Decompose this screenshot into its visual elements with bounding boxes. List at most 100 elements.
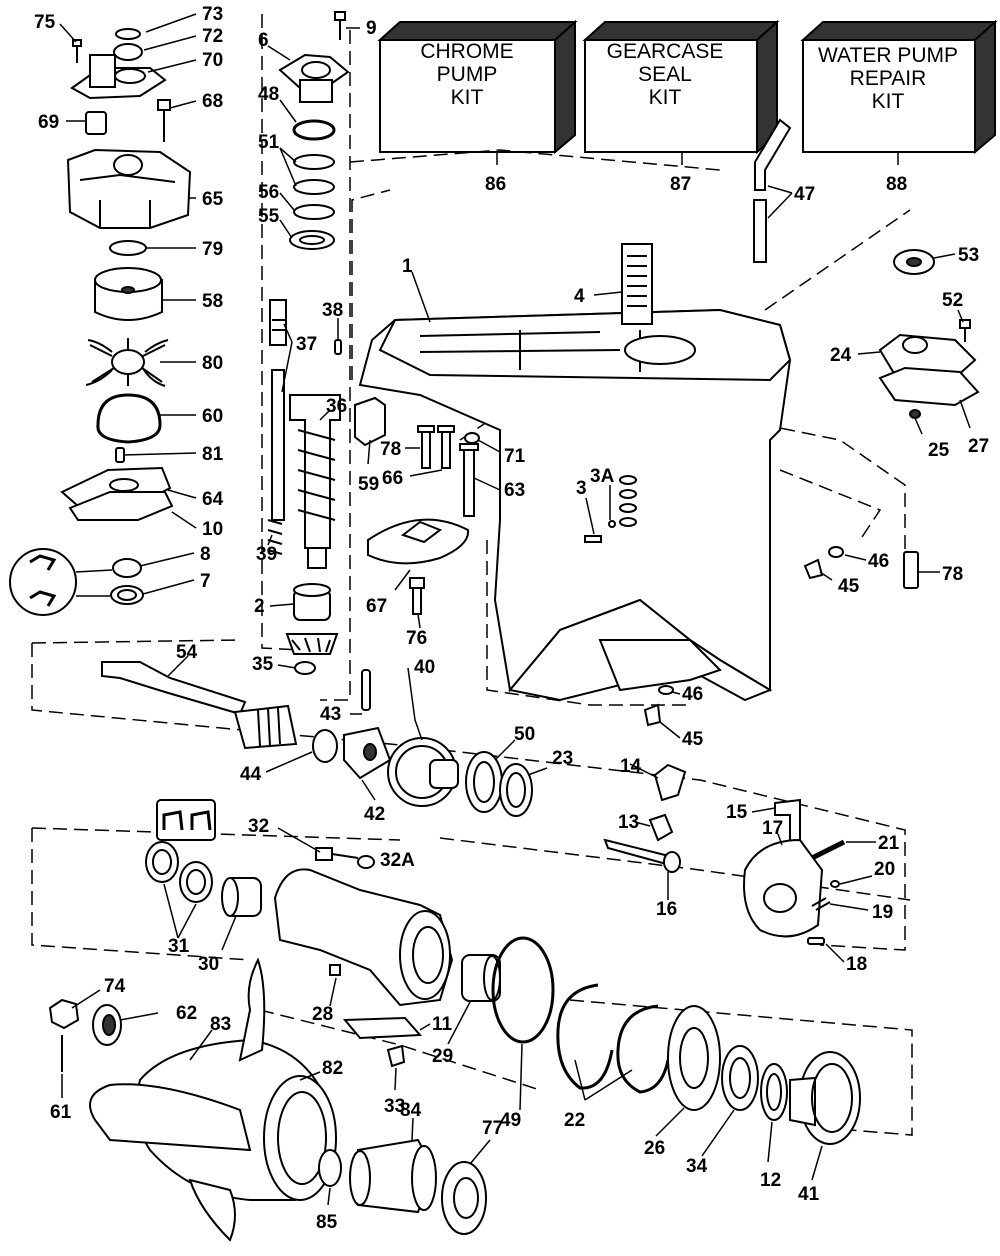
callout-24: 24 <box>830 345 852 366</box>
callout-4: 4 <box>574 286 585 307</box>
callout-38: 38 <box>322 300 343 321</box>
callout-15: 15 <box>726 802 748 823</box>
kit-label-line: WATER PUMP <box>818 44 958 67</box>
callout-32A: 32A <box>380 850 415 871</box>
callout-67: 67 <box>366 596 387 617</box>
callout-30: 30 <box>198 954 219 975</box>
callout-65: 65 <box>202 189 224 210</box>
callout-26: 26 <box>644 1138 665 1159</box>
callout-70: 70 <box>202 50 223 71</box>
callout-23: 23 <box>552 748 573 769</box>
callout-78: 78 <box>942 564 963 585</box>
callout-66: 66 <box>382 468 403 489</box>
callout-7: 7 <box>200 571 211 592</box>
callout-85: 85 <box>316 1212 338 1233</box>
gear-housing <box>354 243 792 702</box>
callout-59: 59 <box>358 474 379 495</box>
callout-10: 10 <box>202 519 223 540</box>
callout-41: 41 <box>798 1184 820 1205</box>
callout-45: 45 <box>838 576 860 597</box>
water-pump-parts <box>9 28 192 616</box>
driveshaft-parts <box>267 11 350 675</box>
callout-37: 37 <box>296 334 317 355</box>
callout-61: 61 <box>50 1102 72 1123</box>
callout-54: 54 <box>176 642 198 663</box>
leader-lines <box>59 13 971 1206</box>
kit-box-water-pump-repair: WATER PUMP REPAIR KIT <box>800 19 998 155</box>
callout-labels: 75 73 72 70 69 68 65 79 58 80 60 81 64 1… <box>34 4 989 1233</box>
callout-2: 2 <box>254 596 265 617</box>
callout-31: 31 <box>168 936 190 957</box>
callout-22: 22 <box>564 1110 585 1131</box>
callout-50: 50 <box>514 724 535 745</box>
callout-48: 48 <box>258 84 279 105</box>
callout-28: 28 <box>312 1004 333 1025</box>
callout-42: 42 <box>364 804 385 825</box>
callout-60: 60 <box>202 406 223 427</box>
callout-79: 79 <box>202 239 223 260</box>
kit-box-chrome-pump: CHROME PUMP KIT <box>377 19 578 155</box>
callout-76: 76 <box>406 628 427 649</box>
kit-label-line: CHROME <box>420 40 513 63</box>
callout-14: 14 <box>620 756 642 777</box>
callout-56: 56 <box>258 182 279 203</box>
callout-1: 1 <box>402 256 413 277</box>
assembly-guide-lines <box>31 14 913 1136</box>
callout-29: 29 <box>432 1046 453 1067</box>
callout-32: 32 <box>248 816 269 837</box>
callout-45: 45 <box>682 729 704 750</box>
callout-46: 46 <box>868 551 889 572</box>
callout-86: 86 <box>485 174 506 195</box>
callout-83: 83 <box>210 1014 231 1035</box>
callout-18: 18 <box>846 954 867 975</box>
kit-label-line: SEAL <box>638 63 692 86</box>
callout-20: 20 <box>874 859 895 880</box>
callout-71: 71 <box>504 446 526 467</box>
callout-78: 78 <box>380 439 401 460</box>
kit-box-gearcase-seal: GEARCASE SEAL KIT <box>582 19 780 155</box>
callout-64: 64 <box>202 489 224 510</box>
callout-84: 84 <box>400 1100 422 1121</box>
callout-47: 47 <box>794 184 815 205</box>
bearing-housing-parts <box>145 799 861 1145</box>
callout-72: 72 <box>202 26 223 47</box>
callout-87: 87 <box>670 174 691 195</box>
kit-label-line: KIT <box>451 86 484 109</box>
callout-11: 11 <box>432 1014 453 1035</box>
callout-51: 51 <box>258 132 280 153</box>
callout-44: 44 <box>240 764 262 785</box>
callout-8: 8 <box>200 544 211 565</box>
callout-69: 69 <box>38 112 59 133</box>
callout-77: 77 <box>482 1118 503 1139</box>
mounting-hardware <box>367 118 980 727</box>
callout-17: 17 <box>762 818 783 839</box>
callout-19: 19 <box>872 902 893 923</box>
callout-35: 35 <box>252 654 274 675</box>
callout-88: 88 <box>886 174 907 195</box>
callout-6: 6 <box>258 30 269 51</box>
callout-43: 43 <box>320 704 341 725</box>
callout-74: 74 <box>104 976 126 997</box>
callout-73: 73 <box>202 4 223 25</box>
callout-12: 12 <box>760 1170 781 1191</box>
callout-36: 36 <box>326 396 347 417</box>
callout-46: 46 <box>682 684 703 705</box>
kit-label-line: GEARCASE <box>607 40 724 63</box>
callout-82: 82 <box>322 1058 343 1079</box>
callout-3: 3 <box>576 478 587 499</box>
callout-58: 58 <box>202 291 223 312</box>
callout-68: 68 <box>202 91 223 112</box>
callout-27: 27 <box>968 436 989 457</box>
propshaft-parts <box>101 661 846 945</box>
callout-13: 13 <box>618 812 639 833</box>
callout-53: 53 <box>958 245 979 266</box>
kit-label-line: KIT <box>872 90 905 113</box>
kit-label-line: PUMP <box>437 63 498 86</box>
callout-75: 75 <box>34 12 56 33</box>
callout-33: 33 <box>384 1096 405 1117</box>
callout-34: 34 <box>686 1156 708 1177</box>
callout-21: 21 <box>878 833 900 854</box>
callout-81: 81 <box>202 444 224 465</box>
kit-label-line: REPAIR <box>850 67 927 90</box>
